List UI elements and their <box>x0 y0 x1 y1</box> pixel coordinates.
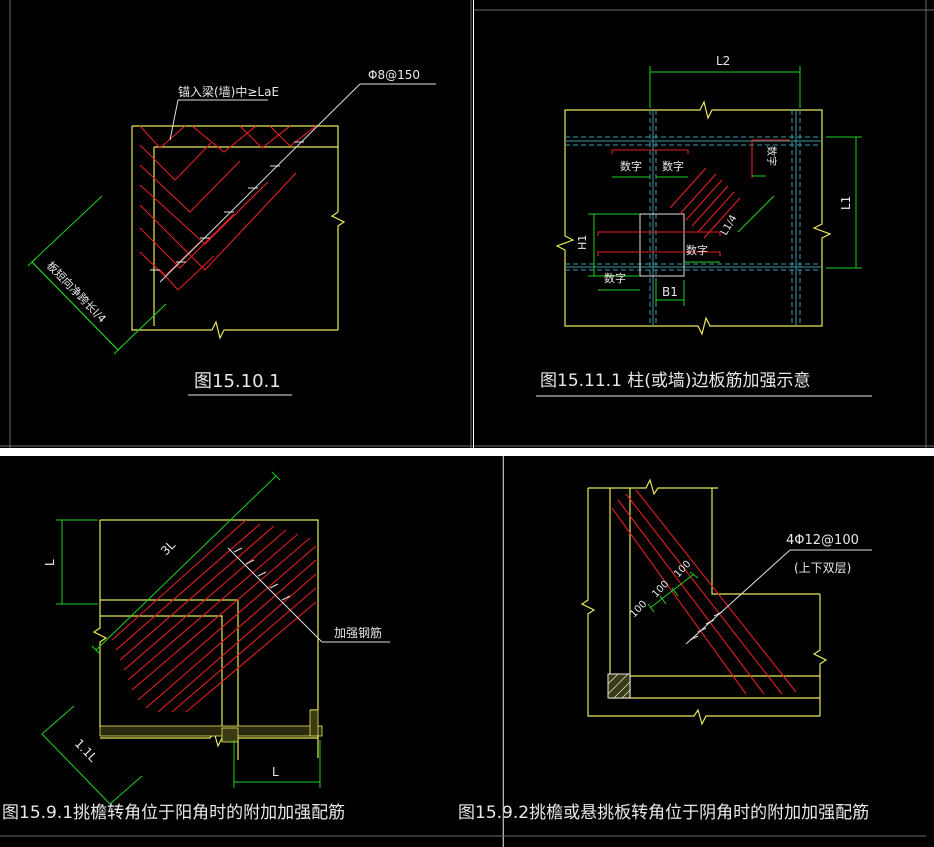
tl-anchor-leader <box>169 99 268 141</box>
bl-dimensions <box>41 471 321 805</box>
horizontal-separator <box>0 448 934 456</box>
panel-bl-background <box>0 456 503 847</box>
dim-l-vertical: L <box>43 559 57 566</box>
panel-tl-background <box>0 0 473 448</box>
dim-l-horizontal: L <box>272 765 279 779</box>
rebar-spec-sublabel: (上下双层) <box>794 561 851 575</box>
br-spacing-dimension <box>647 571 699 613</box>
number-label-d: 数字 <box>686 243 708 257</box>
number-label-c: 数字 <box>604 271 626 285</box>
br-rebar-leader <box>685 549 872 645</box>
rebar-spec-label: Φ8@150 <box>368 68 420 82</box>
number-label-e: 数字 <box>765 146 778 166</box>
rebar-spec-label: 4Φ12@100 <box>786 533 859 548</box>
panel-top-right: L2 L1 H1 B1 L1/4 数字 数字 数字 数字 数字 图15.11.1… <box>474 0 934 448</box>
bl-edge-section <box>309 709 319 737</box>
panel-top-left: 锚入梁(墙)中≥LaE Φ8@150 板短向净跨长l/4 图15.10.1 <box>0 0 473 448</box>
caption-15-11-1: 图15.11.1 柱(或墙)边板筋加强示意 <box>540 371 811 391</box>
panel-bottom-left: L 3L 1.1L L 加强钢筋 图15.9.1挑檐转角位于阳角时的附加加强配筋 <box>0 456 504 847</box>
bl-distribution-line <box>227 547 390 643</box>
tr-slab-outline <box>555 100 832 336</box>
panel-br-background <box>504 456 934 847</box>
dim-b1: B1 <box>662 285 678 299</box>
br-corner-rebars <box>611 489 797 695</box>
tl-corner-rebars <box>139 125 317 291</box>
bl-beam-section <box>99 725 323 737</box>
tl-length-dimension <box>27 195 167 355</box>
br-column-section <box>607 673 631 699</box>
dim-l2: L2 <box>716 54 730 68</box>
anchor-label: 锚入梁(墙)中≥LaE <box>178 84 279 99</box>
tr-dimensions <box>588 66 862 306</box>
tr-axis-grid <box>565 110 822 326</box>
dim-h1: H1 <box>576 235 589 250</box>
tr-edge-rebars <box>597 139 790 256</box>
tl-distribution-line <box>150 83 436 283</box>
panel-tr-background <box>474 0 934 448</box>
tl-slab-outline <box>131 125 346 340</box>
dim-l1: L1 <box>839 196 853 210</box>
panel-bottom-right: 4Φ12@100 (上下双层) 100 100 100 图15.9.2挑檐或悬挑… <box>430 456 934 847</box>
bl-column-section <box>221 727 239 743</box>
bl-corner-rebars <box>111 519 317 713</box>
caption-15-9-1: 图15.9.1挑檐转角位于阳角时的附加加强配筋 <box>2 803 345 823</box>
number-label-b: 数字 <box>662 159 684 173</box>
caption-15-10-1: 图15.10.1 <box>194 371 281 392</box>
rebar-label: 加强钢筋 <box>334 625 382 640</box>
number-label-a: 数字 <box>620 159 642 173</box>
br-column-hatch <box>607 673 631 699</box>
tr-column-box <box>639 213 685 277</box>
caption-15-9-2: 图15.9.2挑檐或悬挑板转角位于阴角时的附加加强配筋 <box>458 803 869 823</box>
